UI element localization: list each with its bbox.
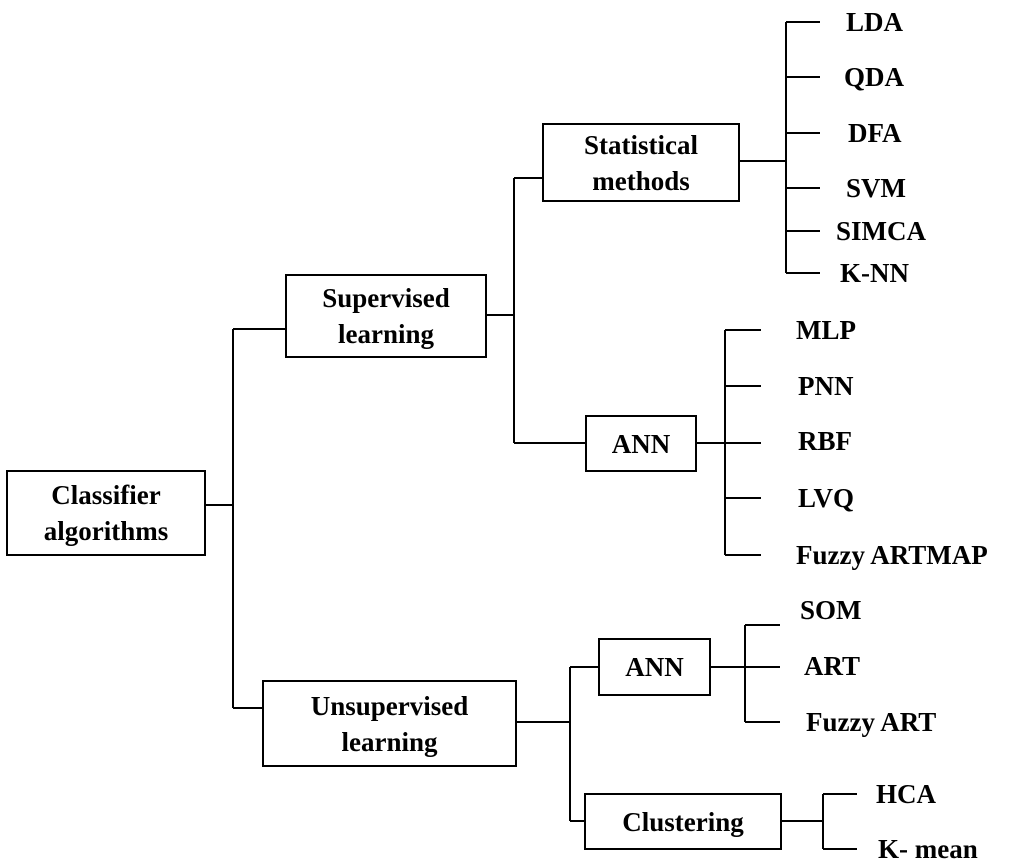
root-node: Classifier algorithms [6, 470, 206, 556]
leaf-som: SOM [800, 595, 862, 625]
leaf-simca: SIMCA [836, 216, 927, 246]
leaf-knn: K-NN [840, 258, 909, 288]
supervised-ann-node: ANN [585, 415, 697, 472]
leaf-fuzzy-art: Fuzzy ART [806, 707, 937, 737]
supervised-learning-node: Supervised learning [285, 274, 487, 358]
leaf-mlp: MLP [796, 315, 856, 345]
leaf-dfa: DFA [848, 118, 902, 148]
unsupervised-learning-node: Unsupervised learning [262, 680, 517, 767]
unsupervised-ann-node: ANN [598, 638, 711, 696]
clustering-node: Clustering [584, 793, 782, 850]
leaf-lda: LDA [846, 7, 904, 37]
leaf-art: ART [804, 651, 861, 681]
leaf-lvq: LVQ [798, 483, 855, 513]
leaf-qda: QDA [844, 62, 904, 92]
leaf-hca: HCA [876, 779, 936, 809]
leaf-rbf: RBF [798, 426, 852, 456]
leaf-svm: SVM [846, 173, 906, 203]
leaf-pnn: PNN [798, 371, 854, 401]
statistical-methods-node: Statistical methods [542, 123, 740, 202]
leaf-k-mean: K- mean [878, 834, 978, 864]
leaf-fuzzy-artmap: Fuzzy ARTMAP [796, 540, 988, 570]
